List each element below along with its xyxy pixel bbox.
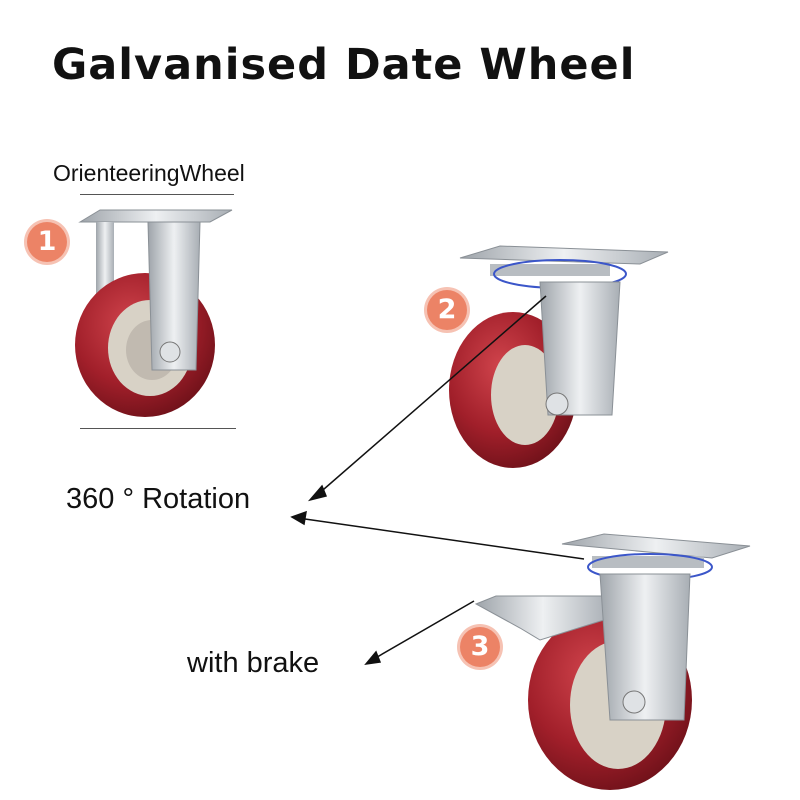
brake-label: with brake (187, 647, 320, 679)
rotation-label: 360 ° Rotation (66, 483, 251, 515)
top-divider (80, 194, 234, 195)
page-title: Galvanised Date Wheel (52, 40, 636, 90)
swivel-caster-image (449, 245, 669, 468)
badge-swivel: 2 (427, 290, 467, 330)
fixed-caster-image (75, 209, 233, 417)
brake-arrow (364, 600, 475, 666)
badge-brake: 3 (460, 627, 500, 667)
brake-caster-image (474, 533, 751, 790)
rotation-arrows (290, 295, 585, 560)
bottom-divider (80, 428, 236, 429)
fixed-caster-label: OrienteeringWheel (53, 160, 245, 186)
badge-fixed: 1 (27, 222, 67, 262)
